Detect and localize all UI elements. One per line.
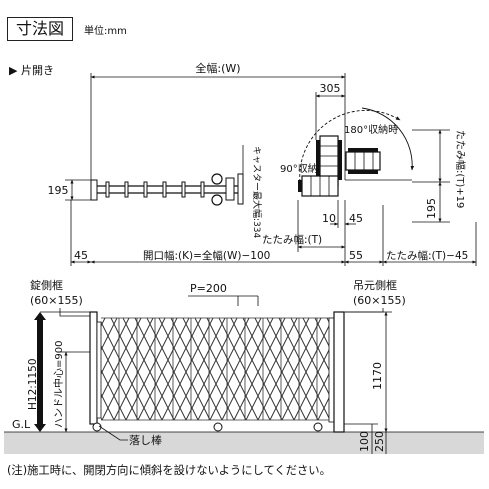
unit-label: 単位:mm (84, 26, 127, 37)
caster-max-label: キャスター最大幅:334 (251, 146, 263, 238)
fold-width-t19-label: たたみ幅:(T)+19 (454, 130, 467, 208)
dim-250: 250 (373, 431, 386, 452)
dim-55: 55 (349, 249, 363, 262)
lock-frame-label: 錠側框 (30, 278, 63, 292)
dim-10: 10 (322, 212, 336, 225)
fold-width-t45-label: たたみ幅:(T)−45 (386, 249, 468, 262)
full-width-label: 全幅:(W) (195, 61, 240, 75)
dim-305: 305 (320, 82, 341, 95)
footer-note: (注)施工時に、開閉方向に傾斜を設けないようにしてください。 (7, 464, 331, 477)
opening-width-label: 開口幅:(K)=全幅(W)−100 (143, 249, 270, 262)
dim-195-left: 195 (48, 184, 69, 197)
fold-width-t-label: たたみ幅:(T) (262, 233, 322, 246)
top-view: 全幅:(W) 305 180°収納時 90°収納時 (48, 61, 477, 266)
hang-frame-label: 吊元側框 (353, 279, 397, 292)
hang-frame-size: (60×155) (353, 294, 406, 307)
pitch-label: P=200 (190, 282, 227, 295)
section-label: ▶ 片開き (9, 64, 54, 77)
handle-center-label: ハンドル中心=900 (52, 341, 65, 428)
drop-rod-label: 落し棒 (129, 433, 162, 447)
gl-label: G.L (12, 418, 31, 431)
dim-45-left: 45 (74, 249, 88, 262)
diagram-title: 寸法図 (7, 17, 73, 41)
label-180-stored: 180°収納時 (344, 123, 398, 136)
dim-1170: 1170 (371, 362, 384, 390)
lock-frame-size: (60×155) (30, 294, 83, 307)
label-90-stored: 90°収納時 (280, 162, 328, 175)
dim-195-right: 195 (425, 198, 438, 219)
height-label: H12:1150 (27, 358, 39, 410)
dim-45-mid: 45 (349, 212, 363, 225)
dim-100: 100 (358, 431, 371, 452)
front-view: G.L 錠側框 (60×155) P=200 吊元側框 (60×155) (4, 278, 484, 454)
